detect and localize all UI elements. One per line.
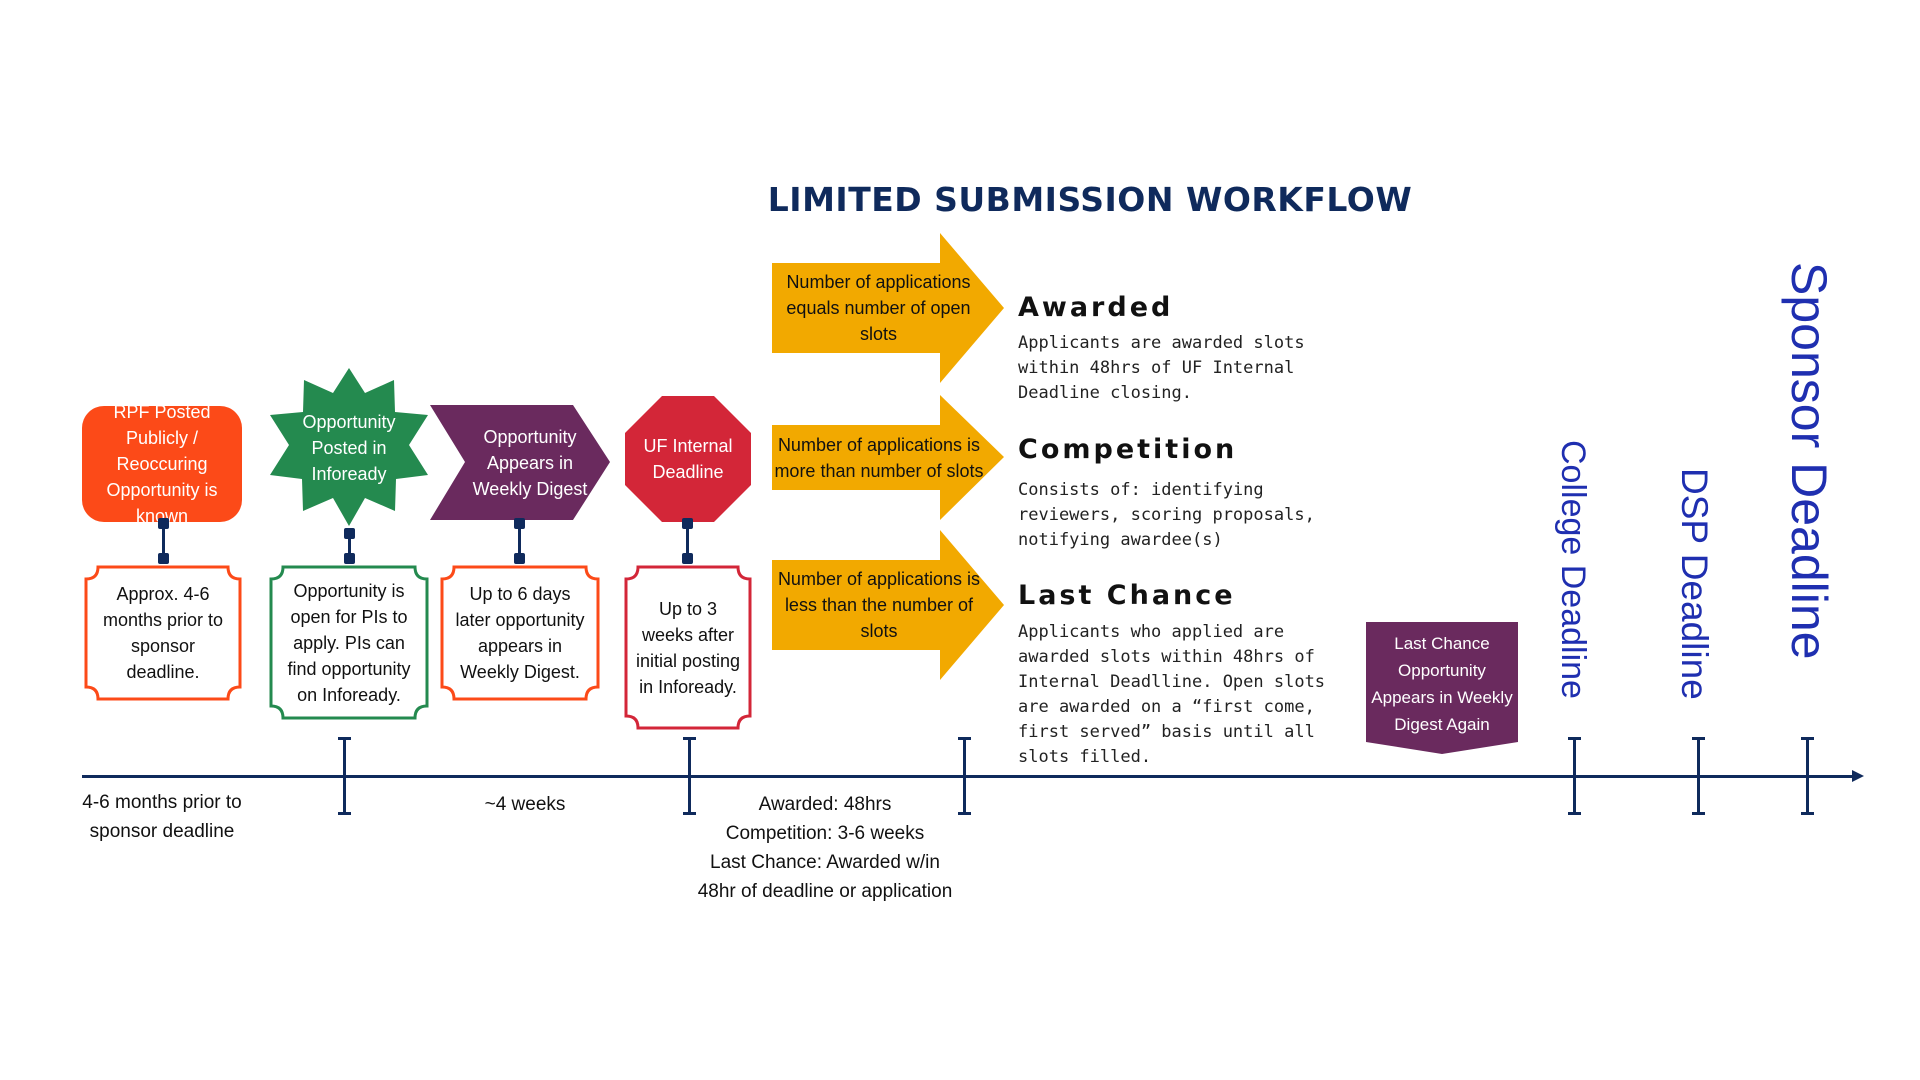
college-deadline-label: College Deadline [1554,440,1592,699]
timeline-outcome-awarded: Awarded: 48hrs [758,794,892,815]
outcome-awarded-description: Applicants are awarded slots within 48hr… [1018,333,1305,403]
step-infoready-label: Opportunity Posted in Infoready [302,412,396,484]
branch-arrow-competition [772,395,1004,520]
step-infoready-detail: Opportunity is open for PIs to apply. PI… [287,580,411,705]
step-weekly-digest-chevron [430,405,610,520]
last-chance-badge-label: Last Chance Opportunity Appears in Weekl… [1371,634,1513,734]
step-uf-deadline-detail: Up to 3 weeks after initial posting in I… [635,598,741,697]
branch-arrow-awarded [772,233,1004,383]
timeline-tick-dsp [1692,737,1705,815]
timeline-tick-uf-deadline [683,737,696,815]
step-rpf-detail-card: Approx. 4-6 months prior to sponsor dead… [84,565,242,701]
timeline-outcome-last-chance: Last Chance: Awarded w/in [710,852,940,873]
dsp-deadline-label: DSP Deadline [1674,468,1715,700]
timeline-label-weeks: ~4 weeks [484,794,566,815]
outcome-last-chance-heading: Last Chance [1018,580,1236,611]
step-rpf-posted-label: RPF Posted Publicly / Reoccuring Opportu… [106,402,218,526]
connector-3 [514,518,525,564]
timeline-tick-infoready [338,737,351,815]
step-infoready-detail-card: Opportunity is open for PIs to apply. PI… [269,565,429,720]
page-title: LIMITED SUBMISSION WORKFLOW [767,180,1413,219]
sponsor-deadline-label: Sponsor Deadline [1781,262,1837,660]
step-uf-deadline-label: UF Internal Deadline [643,436,733,482]
timeline-outcome-last-chance-cont: 48hr of deadline or application [697,881,953,902]
timeline-outcome-competition: Competition: 3-6 weeks [725,823,925,844]
timeline-tick-sponsor [1801,737,1814,815]
step-infoready-starburst [270,368,428,526]
branch-condition-last-chance: Number of applications is less than the … [777,569,981,641]
connector-1 [158,518,169,564]
connector-2 [344,528,355,564]
branch-arrow-last-chance [772,530,1004,680]
timeline-tick-outcomes [958,737,971,815]
step-uf-deadline-detail-card: Up to 3 weeks after initial posting in I… [624,565,752,730]
branch-condition-awarded: Number of applications equals number of … [786,272,971,344]
timeline-axis [82,775,1852,778]
branch-condition-competition: Number of applications is more than numb… [774,434,984,481]
step-rpf-posted [82,406,242,522]
timeline-label-outcomes: Awarded: 48hrs Competition: 3-6 weeks La… [680,790,970,906]
step-weekly-digest-detail: Up to 6 days later opportunity appears i… [455,584,585,682]
step-rpf-detail: Approx. 4-6 months prior to sponsor dead… [102,584,224,682]
timeline-label-start: 4-6 months prior to sponsor deadline [82,792,242,842]
outcome-competition-description: Consists of: identifying reviewers, scor… [1018,480,1315,550]
last-chance-badge-shape [1366,622,1518,754]
timeline-tick-college [1568,737,1581,815]
step-weekly-digest-label: Opportunity Appears in Weekly Digest [472,426,588,499]
outcome-awarded-heading: Awarded [1018,292,1174,323]
outcome-competition-heading: Competition [1018,434,1238,465]
step-weekly-digest-detail-card: Up to 6 days later opportunity appears i… [440,565,600,701]
timeline-arrowhead [1852,770,1864,782]
outcome-last-chance-description: Applicants who applied are awarded slots… [1018,622,1326,767]
connector-4 [682,518,693,564]
step-uf-deadline-octagon [625,396,751,522]
